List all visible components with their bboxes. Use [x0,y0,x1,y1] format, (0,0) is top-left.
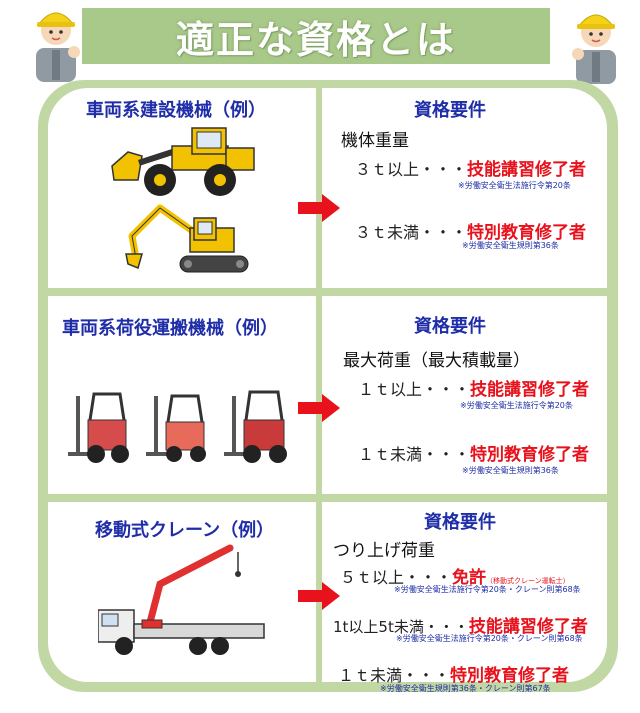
worker-mascot-right [572,14,616,84]
section3-rule3: １ｔ未満・・・特別教育修了者 [338,661,569,686]
section1-rule2-note: ※労働安全衛生規則第36条 [462,241,559,250]
section3-category-panel [48,502,316,682]
section1-rule1-note: ※労働安全衛生法施行令第20条 [458,181,571,190]
rule-condition: ５ｔ以上・・・ [340,568,453,587]
section3-rule2: 1t以上5t未満・・・技能講習修了者 [333,612,588,637]
rule-condition: １ｔ以上・・・ [358,380,471,399]
section2-rule1-note: ※労働安全衛生法施行令第20条 [460,401,573,410]
arrow-right-icon [298,394,340,422]
section1-requirement-panel [322,88,607,288]
section1-category-title: 車両系建設機械（例） [86,100,266,121]
worker-mascot-left [36,12,80,82]
forklift-illustration [68,390,287,463]
arrow-right-icon [298,582,340,610]
rule-condition: ３ｔ以上・・・ [355,160,468,179]
rule-qualification: 技能講習修了者 [467,160,587,180]
wheel-loader-illustration [111,127,255,196]
section2-requirements-heading: 資格要件 [414,316,486,337]
section2-rule2: １ｔ未満・・・特別教育修了者 [358,440,589,465]
section1-rule1: ３ｔ以上・・・技能講習修了者 [355,155,586,180]
section2-category-title: 車両系荷役運搬機械（例） [62,318,278,339]
rule-condition: １ｔ未満・・・ [338,666,451,685]
rule-qualification: 特別教育修了者 [450,666,570,686]
rule-condition: 1t以上5t未満・・・ [333,618,469,636]
section1-rule2: ３ｔ未満・・・特別教育修了者 [355,218,586,243]
section3-category-title: 移動式クレーン（例） [95,520,275,541]
rule-qualification: 技能講習修了者 [470,380,590,400]
page-title: 適正な資格とは [175,17,456,62]
section3-criterion: つり上げ荷重 [333,541,435,561]
section1-requirements-heading: 資格要件 [414,100,486,121]
rule-qualification: 特別教育修了者 [467,223,587,243]
title-banner: 適正な資格とは [82,8,550,64]
truck-crane-illustration [98,544,265,655]
section3-rule2-note: ※労働安全衛生法施行令第20条・クレーン則第68条 [396,634,583,643]
rule-qualification: 特別教育修了者 [470,445,590,465]
section1-criterion: 機体重量 [341,131,409,151]
section2-criterion: 最大荷重（最大積載量） [343,351,530,371]
section2-rule2-note: ※労働安全衛生規則第36条 [462,466,559,475]
arrow-right-icon [298,194,340,222]
excavator-illustration [125,204,249,273]
rule-condition: ３ｔ未満・・・ [355,223,468,242]
rule-qualification: 免許 [452,568,487,588]
section2-requirement-panel [322,296,607,494]
section2-rule1: １ｔ以上・・・技能講習修了者 [358,375,589,400]
section3-rule3-note: ※労働安全衛生規則第36条・クレーン則第67条 [380,684,551,693]
rule-extra: （移動式クレーン運転士） [486,577,570,585]
section3-requirements-heading: 資格要件 [424,512,496,533]
section3-rule1-note: ※労働安全衛生法施行令第20条・クレーン則第68条 [394,585,581,594]
rule-condition: １ｔ未満・・・ [358,445,471,464]
section3-rule1: ５ｔ以上・・・免許（移動式クレーン運転士） [340,563,570,588]
section3-requirement-panel [322,502,607,682]
section1-category-panel [48,88,316,288]
rule-qualification: 技能講習修了者 [468,617,588,637]
